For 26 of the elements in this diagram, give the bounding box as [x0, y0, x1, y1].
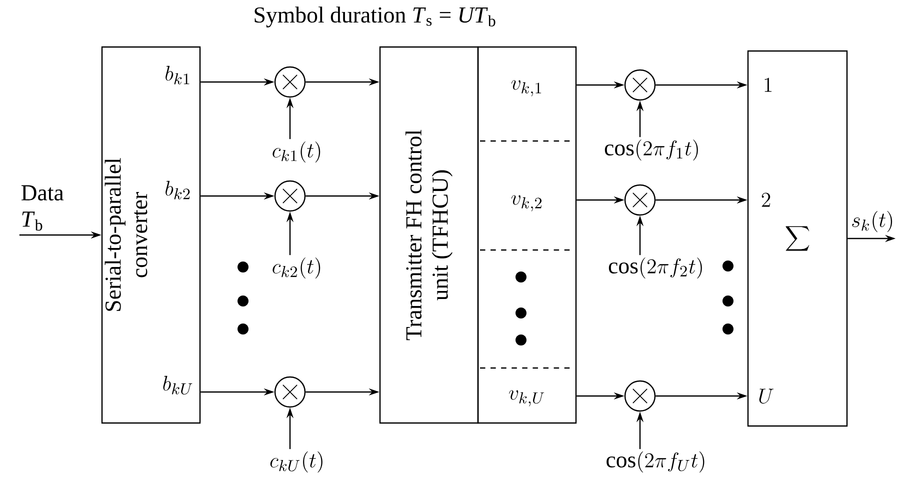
cell-label: $v_{k,1}$ [511, 80, 542, 96]
process-box: Transmitter FH control unit (TFHCU) [379, 46, 479, 424]
input-number: $2$ [762, 192, 770, 207]
signal-label: $\cos(2\pi f_1 t)$ [604, 139, 698, 161]
port-label: $b_{k1}$ [166, 66, 190, 84]
signal-label: $\cos(2\pi f_2 t)$ [608, 257, 702, 279]
edge-label: $s_k(t)$ [852, 211, 892, 232]
cell-label: $v_{k,2}$ [511, 195, 542, 212]
signal-label: $c_{k1}(t)$ [272, 141, 320, 163]
port-label: $b_{k2}$ [166, 180, 190, 200]
multiplier-circle [624, 69, 656, 101]
input-number: $U$ [759, 388, 774, 404]
input-number: $1$ [764, 78, 772, 92]
signal-label: $c_{k2}(t)$ [272, 257, 320, 279]
multiplier-circle [274, 66, 306, 98]
multiplier-circle [274, 376, 306, 408]
signal-label: $c_{kU}(t)$ [270, 451, 322, 473]
signal-label: $\cos(2\pi f_U t)$ [606, 451, 704, 473]
register-box [477, 46, 577, 424]
multiplier-circle [624, 380, 656, 412]
port-label: $b_{kU}$ [163, 376, 192, 395]
cell-label: $v_{k,U}$ [509, 390, 544, 406]
multiplier-circle [274, 180, 306, 212]
edge-label: Data T$_{b}$ [21, 185, 64, 231]
title: Symbol duration T$_{s}$ = UT$_{b}$ [254, 6, 496, 28]
multiplier-circle [624, 184, 656, 216]
